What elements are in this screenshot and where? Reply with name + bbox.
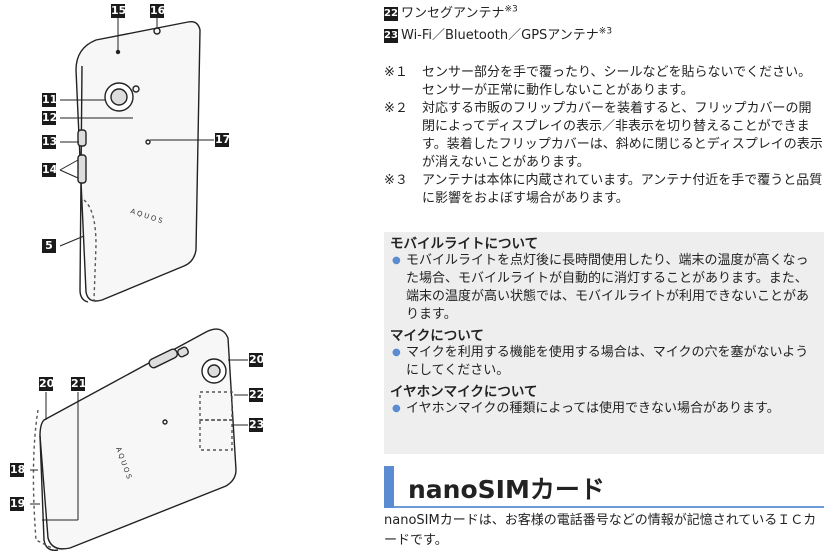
info-bullet: ● マイクを利用する機能を使用する場合は、マイクの穴を塞がないようにしてください…: [384, 344, 824, 380]
antenna-text: ワンセグアンテナ: [401, 6, 505, 21]
phone-illustration: AQUOS AQUOS: [30, 18, 248, 551]
info-box: モバイルライトについて ● モバイルライトを点灯後に長時間使用したり、端末の温度…: [384, 232, 824, 454]
section-heading: nanoSIMカード: [384, 466, 824, 508]
section-body: nanoSIMカードは、お客様の電話番号などの情報が記憶されているＩＣカードです…: [384, 513, 817, 548]
footnote: ※１ センサー部分を手で覆ったり、シールなどを貼らないでください。センサーが正常…: [384, 64, 824, 100]
bullet-icon: ●: [392, 347, 401, 358]
label-20-left: 20: [39, 377, 55, 391]
label-14: 14: [42, 163, 58, 177]
label-23: 23: [249, 418, 265, 432]
label-21: 21: [71, 377, 87, 391]
footnote-text: アンテナは本体に内蔵されています。アンテナ付近を手で覆うと品質に影響をおよぼす場…: [422, 173, 823, 206]
label-18: 18: [10, 463, 26, 477]
antenna-note-ref: ※3: [598, 26, 613, 37]
info-bullet: ● モバイルライトを点灯後に長時間使用したり、端末の温度が高くなった場合、モバイ…: [384, 252, 824, 324]
info-bullet-text: モバイルライトを点灯後に長時間使用したり、端末の温度が高くなった場合、モバイルラ…: [406, 253, 810, 322]
footnote-key: ※１: [384, 65, 408, 80]
label-12: 12: [42, 111, 58, 125]
footnote-key: ※２: [384, 101, 408, 116]
bullet-icon: ●: [392, 255, 401, 266]
phone-figure: AQUOS AQUOS: [0, 0, 380, 555]
section-title: nanoSIMカード: [408, 475, 605, 504]
info-bullet-text: マイクを利用する機能を使用する場合は、マイクの穴を塞がないようにしてください。: [406, 345, 809, 378]
antenna-number: 22: [384, 6, 398, 21]
footnotes: ※１ センサー部分を手で覆ったり、シールなどを貼らないでください。センサーが正常…: [384, 64, 824, 208]
label-16: 16: [150, 4, 166, 18]
label-22: 22: [249, 388, 265, 402]
antenna-text: Wi-Fi／Bluetooth／GPSアンテナ: [401, 28, 599, 43]
footnote-key: ※３: [384, 173, 408, 188]
footnote: ※２ 対応する市販のフリップカバーを装着すると、フリップカバーの開閉によってディ…: [384, 100, 824, 172]
footnote-text: センサー部分を手で覆ったり、シールなどを貼らないでください。センサーが正常に動作…: [422, 65, 812, 98]
info-bullet: ● イヤホンマイクの種類によっては使用できない場合があります。: [384, 400, 824, 418]
label-17: 17: [215, 133, 231, 147]
label-15: 15: [111, 4, 127, 18]
label-11: 11: [42, 93, 58, 107]
footnote: ※３ アンテナは本体に内蔵されています。アンテナ付近を手で覆うと品質に影響をおよ…: [384, 172, 824, 208]
phone-back-upper: [75, 20, 201, 303]
info-bullet-text: イヤホンマイクの種類によっては使用できない場合があります。: [406, 401, 780, 416]
heading-accent-bar: [384, 466, 394, 508]
phone-back-lower: [32, 328, 237, 551]
info-title: マイクについて: [390, 328, 484, 344]
label-5: 5: [42, 239, 56, 253]
antenna-number: 23: [384, 28, 398, 43]
label-20: 20: [249, 353, 265, 367]
info-title: モバイルライトについて: [390, 236, 539, 252]
bullet-icon: ●: [392, 403, 401, 414]
label-13: 13: [42, 135, 58, 149]
label-19: 19: [10, 497, 26, 511]
info-title: イヤホンマイクについて: [390, 384, 538, 400]
footnote-text: 対応する市販のフリップカバーを装着すると、フリップカバーの開閉によってディスプレ…: [422, 101, 823, 170]
antenna-note-ref: ※3: [504, 4, 518, 15]
